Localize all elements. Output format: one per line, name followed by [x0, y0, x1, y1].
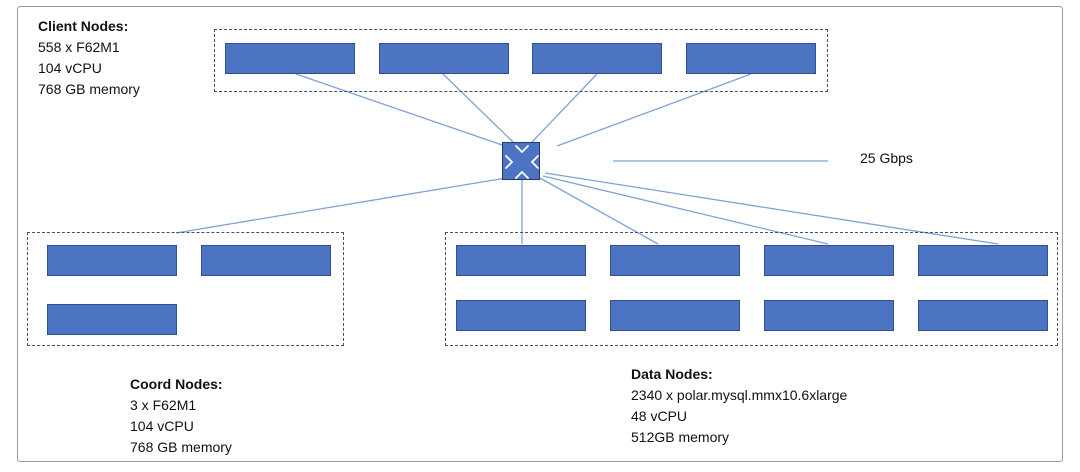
- coord-node: [47, 304, 177, 335]
- data-node: [610, 245, 740, 276]
- data-node: [610, 300, 740, 331]
- data-nodes-cpu: 48 vCPU: [631, 408, 688, 424]
- client-nodes-title: Client Nodes:: [38, 18, 129, 34]
- data-nodes-count: 2340 x polar.mysql.mmx10.6xlarge: [631, 387, 848, 403]
- link-data-2: [539, 177, 659, 245]
- link-client-4: [556, 73, 752, 147]
- coord-nodes-title: Coord Nodes:: [130, 376, 223, 392]
- data-node: [764, 300, 894, 331]
- client-node: [225, 43, 355, 74]
- coord-nodes-cpu: 104 vCPU: [130, 418, 194, 434]
- coord-node: [47, 245, 177, 276]
- data-nodes-info: Data Nodes: 2340 x polar.mysql.mmx10.6xl…: [631, 364, 847, 448]
- client-nodes-group: [214, 29, 828, 92]
- coord-node: [201, 245, 331, 276]
- data-node: [918, 300, 1048, 331]
- coord-nodes-info: Coord Nodes: 3 x F62M1 104 vCPU 768 GB m…: [130, 374, 232, 458]
- data-nodes-title: Data Nodes:: [631, 366, 713, 382]
- client-nodes-memory: 768 GB memory: [38, 81, 140, 97]
- network-switch-icon: [502, 142, 540, 180]
- client-node: [686, 43, 816, 74]
- data-node: [918, 245, 1048, 276]
- diagram-frame: [17, 6, 1063, 462]
- data-nodes-group: [445, 232, 1058, 346]
- client-nodes-count: 558 x F62M1: [38, 39, 120, 55]
- client-nodes-cpu: 104 vCPU: [38, 60, 102, 76]
- coord-nodes-count: 3 x F62M1: [130, 397, 197, 413]
- data-node: [764, 245, 894, 276]
- data-node: [456, 245, 586, 276]
- link-client-2: [442, 73, 514, 143]
- link-speed-label: 25 Gbps: [860, 150, 913, 166]
- client-nodes-info: Client Nodes: 558 x F62M1 104 vCPU 768 G…: [38, 16, 140, 100]
- link-coord: [175, 177, 507, 234]
- coord-nodes-group: [27, 232, 344, 346]
- client-node: [379, 43, 509, 74]
- data-nodes-memory: 512GB memory: [631, 429, 730, 445]
- coord-nodes-memory: 768 GB memory: [130, 439, 232, 455]
- client-node: [532, 43, 662, 74]
- link-client-1: [295, 73, 506, 147]
- data-node: [456, 300, 586, 331]
- link-client-3: [531, 73, 598, 143]
